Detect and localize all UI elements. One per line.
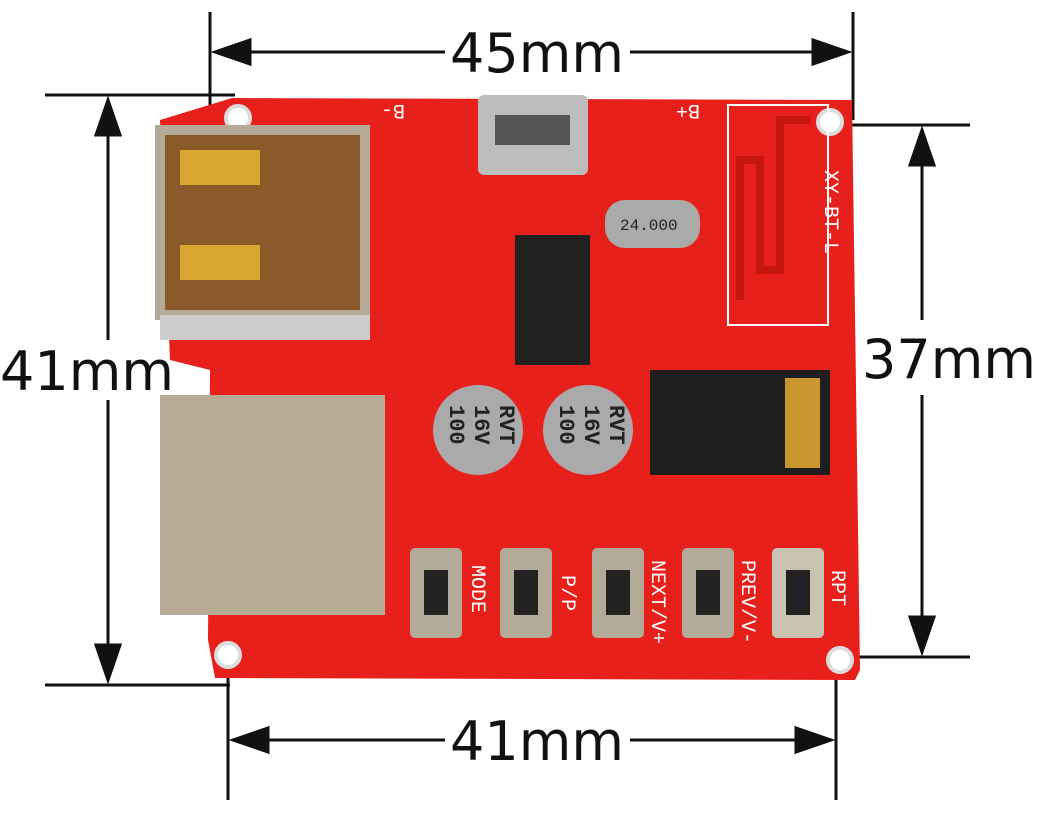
svg-text:P/P: P/P (555, 575, 578, 611)
width-45mm-label: 45mm (450, 22, 624, 85)
height-41mm-label: 41mm (0, 340, 174, 403)
capacitor: 100 16V RVT (433, 385, 523, 475)
mounting-hole (816, 108, 844, 136)
dimension-lines (45, 12, 970, 800)
crystal-label: 24.000 (620, 217, 678, 235)
b-minus-label: B- (381, 98, 405, 121)
svg-text:MODE: MODE (465, 565, 488, 613)
capacitor: 100 16V RVT (543, 385, 633, 475)
antenna-area (727, 104, 829, 326)
play-pause-button[interactable]: P/P (500, 548, 578, 638)
svg-text:16V: 16V (468, 405, 493, 445)
model-label: XY-BT-L (818, 170, 841, 254)
crystal-oscillator (605, 200, 700, 248)
mode-button[interactable]: MODE (410, 548, 488, 638)
width-41mm-label: 41mm (450, 710, 624, 773)
next-button[interactable]: NEXT/V+ (592, 548, 668, 644)
svg-text:100: 100 (443, 405, 468, 445)
sd-card-slot (160, 395, 385, 615)
svg-text:RPT: RPT (825, 570, 848, 606)
svg-text:PREV/V-: PREV/V- (735, 560, 758, 644)
svg-text:RVT: RVT (603, 405, 628, 445)
ic-chip (515, 235, 590, 365)
svg-text:16V: 16V (578, 405, 603, 445)
svg-text:100: 100 (553, 405, 578, 445)
height-37mm-label: 37mm (862, 328, 1036, 391)
repeat-button[interactable]: RPT (772, 548, 848, 638)
mounting-hole (826, 646, 854, 674)
svg-text:NEXT/V+: NEXT/V+ (645, 560, 668, 644)
b-plus-label: B+ (676, 98, 700, 121)
mounting-hole (214, 641, 242, 669)
prev-button[interactable]: PREV/V- (682, 548, 758, 644)
svg-text:RVT: RVT (493, 405, 518, 445)
button-row: MODE P/P NEXT/V+ PREV/V- RPT (410, 548, 848, 644)
